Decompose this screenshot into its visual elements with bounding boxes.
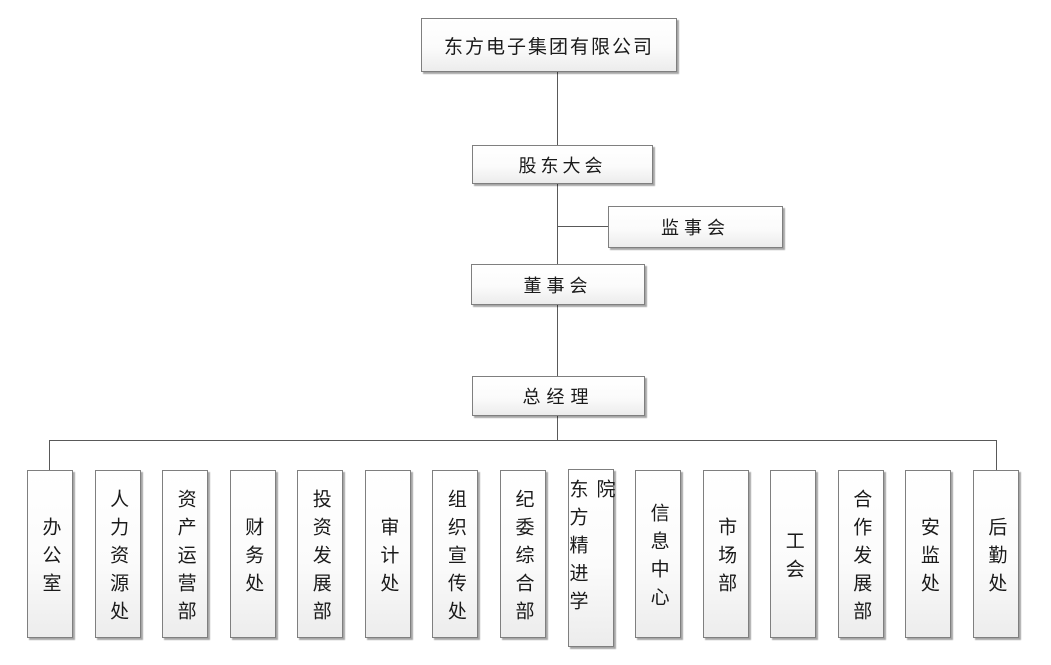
department-label: 组织宣传处 — [444, 488, 466, 629]
department-label: 投资发展部 — [309, 488, 331, 629]
department-node: 办公室 — [27, 470, 73, 638]
department-label: 审计处 — [377, 516, 399, 601]
department-node: 资产运营部 — [162, 470, 209, 638]
department-node: 市场部 — [702, 470, 749, 638]
department-node: 审计处 — [364, 470, 411, 638]
connector-department-rail — [49, 440, 997, 441]
department-node: 财务处 — [229, 470, 276, 638]
department-node: 后勤处 — [972, 470, 1019, 638]
department-label: 后勤处 — [985, 516, 1007, 601]
connector-company-to-shareholders — [557, 72, 558, 145]
connector-shareholders-to-board — [557, 184, 558, 264]
department-node: 人力资源处 — [94, 470, 141, 638]
node-supervisory-board-label: 监事会 — [661, 218, 730, 238]
department-label: 财务处 — [242, 516, 264, 601]
node-board-of-directors: 董事会 — [471, 264, 645, 305]
node-shareholders-meeting-label: 股东大会 — [518, 155, 607, 176]
department-node: 投资发展部 — [297, 470, 344, 638]
department-node: 工会 — [770, 470, 817, 638]
node-company-label: 东方电子集团有限公司 — [443, 36, 654, 58]
department-node: 安监处 — [905, 470, 952, 638]
department-label: 市场部 — [715, 516, 737, 601]
department-node: 合作发展部 — [837, 470, 884, 638]
node-general-manager: 总经理 — [472, 376, 645, 416]
department-node: 东方精进学院 — [567, 469, 615, 647]
department-label: 东方精进学院 — [566, 479, 615, 619]
connector-supervisory-branch — [557, 226, 608, 227]
node-shareholders-meeting: 股东大会 — [472, 145, 653, 184]
department-label: 资产运营部 — [174, 488, 196, 629]
department-node: 信息中心 — [635, 470, 682, 638]
department-label: 人力资源处 — [107, 488, 129, 629]
connector-rail-right-stub — [996, 440, 997, 473]
connector-rail-left-stub — [49, 440, 50, 470]
connector-gm-to-rail — [557, 416, 558, 440]
department-label: 安监处 — [917, 516, 939, 601]
node-company: 东方电子集团有限公司 — [421, 18, 677, 72]
node-general-manager-label: 总经理 — [522, 387, 595, 407]
connector-board-to-gm — [557, 305, 558, 376]
department-label: 合作发展部 — [850, 488, 872, 629]
department-label: 纪委综合部 — [512, 488, 534, 629]
department-label: 信息中心 — [647, 502, 669, 615]
department-label: 工会 — [782, 530, 804, 587]
node-supervisory-board: 监事会 — [608, 206, 783, 248]
departments-row: 办公室 人力资源处 资产运营部 财务处 投资发展部 审计处 组织宣传处 纪委综合… — [27, 469, 1019, 647]
node-board-of-directors-label: 董事会 — [523, 275, 593, 296]
department-node: 组织宣传处 — [432, 470, 479, 638]
department-label: 办公室 — [39, 516, 61, 601]
department-node: 纪委综合部 — [499, 470, 546, 638]
